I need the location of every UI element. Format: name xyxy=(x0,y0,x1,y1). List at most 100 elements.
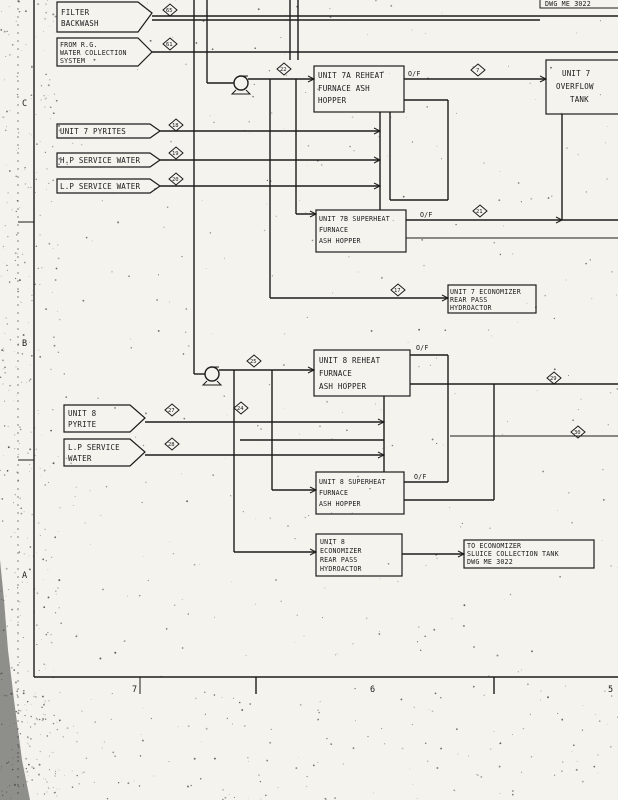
margin-letter-a: A xyxy=(22,571,27,581)
scan-speck xyxy=(187,613,190,615)
scan-speck xyxy=(29,364,31,366)
scan-speck xyxy=(21,721,23,723)
scan-speck xyxy=(212,333,214,335)
scan-speck xyxy=(483,162,485,164)
scan-speck xyxy=(101,200,103,202)
scan-speck xyxy=(228,793,230,795)
scan-speck xyxy=(43,95,45,97)
scan-speck xyxy=(201,200,203,201)
scan-speck xyxy=(499,253,502,256)
scan-speck xyxy=(39,356,42,358)
scan-speck xyxy=(530,197,533,200)
scan-speck xyxy=(369,488,371,490)
scan-speck xyxy=(285,74,288,76)
scan-speck xyxy=(455,223,457,226)
scan-speck xyxy=(15,710,18,713)
scan-speck xyxy=(156,299,159,301)
scan-speck xyxy=(468,755,470,757)
source-water-collection xyxy=(56,37,153,67)
scan-speck xyxy=(349,145,351,148)
scan-speck xyxy=(54,773,56,775)
scan-speck xyxy=(169,541,171,543)
scan-speck xyxy=(249,132,251,134)
scan-speck xyxy=(19,426,21,428)
scan-speck xyxy=(41,706,43,709)
scan-speck xyxy=(476,774,479,776)
scan-speck xyxy=(204,691,206,694)
scan-speck xyxy=(232,697,234,699)
scan-speck xyxy=(83,771,85,773)
scan-speck xyxy=(141,739,144,742)
scan-speck xyxy=(9,109,11,111)
scan-speck xyxy=(172,552,175,555)
scan-speck xyxy=(29,745,31,748)
scan-speck xyxy=(213,694,216,696)
scan-speck xyxy=(22,689,25,692)
scan-speck xyxy=(605,142,606,144)
scan-speck xyxy=(597,754,599,756)
scan-speck xyxy=(24,169,25,170)
scan-speck xyxy=(456,728,458,731)
scan-speck xyxy=(74,496,76,498)
scan-speck xyxy=(531,650,533,653)
scan-speck xyxy=(18,10,21,13)
scan-speck xyxy=(321,617,324,619)
scan-speck xyxy=(351,512,353,514)
scan-speck xyxy=(17,453,19,456)
scan-speck xyxy=(610,565,612,567)
scan-speck xyxy=(0,275,2,277)
scan-speck xyxy=(16,690,19,693)
scan-speck xyxy=(483,694,486,697)
box-overflow-line2: OVERFLOW xyxy=(556,82,594,91)
scan-speck xyxy=(5,317,7,319)
scan-speck xyxy=(224,257,225,259)
scan-speck xyxy=(6,264,8,267)
scan-speck xyxy=(28,555,30,557)
scan-speck xyxy=(4,371,7,374)
scan-speck xyxy=(70,462,73,465)
scan-speck xyxy=(30,186,32,189)
scan-speck xyxy=(26,382,28,383)
scan-speck xyxy=(181,647,184,649)
scan-speck xyxy=(66,727,69,730)
scan-speck xyxy=(270,112,273,114)
box-unit8-sh-line3: ASH HOPPER xyxy=(319,500,361,508)
scan-speck xyxy=(71,770,73,772)
scan-speck xyxy=(391,444,394,447)
scan-speck xyxy=(58,36,59,38)
scan-speck xyxy=(8,389,10,391)
scan-speck xyxy=(56,728,59,731)
source-water-collection-line1: FROM R.G. xyxy=(60,41,98,49)
scan-speck xyxy=(23,261,26,264)
scan-speck xyxy=(28,763,30,766)
scan-speck xyxy=(15,366,17,368)
scan-speck xyxy=(264,794,267,797)
scan-speck xyxy=(187,345,190,347)
scan-speck xyxy=(97,397,99,399)
scan-speck xyxy=(457,753,459,755)
scan-speck xyxy=(435,357,437,359)
scan-speck xyxy=(9,54,11,56)
scan-speck xyxy=(471,304,473,306)
scan-speck xyxy=(58,318,61,321)
scan-speck xyxy=(52,248,54,249)
scan-speck xyxy=(7,426,9,427)
scan-speck xyxy=(48,769,51,771)
scan-speck xyxy=(305,211,307,213)
stream-tag-29: 29 xyxy=(546,371,562,385)
scan-speck xyxy=(591,298,593,300)
scan-speck xyxy=(27,721,28,723)
scan-speck xyxy=(22,637,24,639)
scan-speck xyxy=(13,447,16,450)
scan-speck xyxy=(28,568,31,571)
box-unit7-economizer-hydroactor xyxy=(447,284,537,314)
scan-speck xyxy=(336,653,338,655)
scan-speck xyxy=(576,1,579,3)
scan-speck xyxy=(54,15,57,18)
scan-speck xyxy=(580,398,582,400)
scan-speck xyxy=(32,290,34,292)
svg-text:65: 65 xyxy=(166,8,173,14)
scan-speck xyxy=(33,723,36,725)
scan-speck xyxy=(22,206,23,208)
svg-text:27: 27 xyxy=(168,408,175,414)
